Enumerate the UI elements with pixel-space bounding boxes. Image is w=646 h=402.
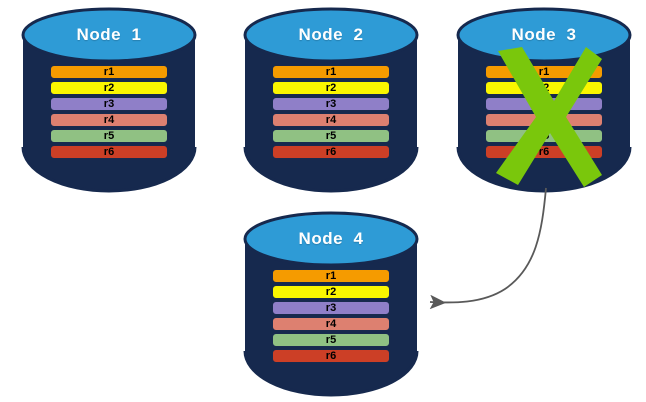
record-stack: r1 r2 r3 r4 r5 r6: [21, 65, 197, 159]
node-cylinder-1[interactable]: Node 1 r1 r2 r3 r4 r5 r6: [21, 7, 197, 193]
record-bar-r4[interactable]: r4: [485, 113, 603, 127]
arrow-path: [429, 187, 547, 310]
record-bar-r1[interactable]: r1: [272, 269, 390, 283]
record-bar-r3[interactable]: r3: [272, 301, 390, 315]
record-bar-r6[interactable]: r6: [272, 145, 390, 159]
record-bar-r2[interactable]: r2: [272, 81, 390, 95]
record-bar-r5[interactable]: r5: [485, 129, 603, 143]
record-bar-r2[interactable]: r2: [485, 81, 603, 95]
record-bar-r2[interactable]: r2: [50, 81, 168, 95]
node-cylinder-3[interactable]: Node 3 r1 r2 r3 r4 r5 r6: [456, 7, 632, 193]
record-bar-r5[interactable]: r5: [272, 333, 390, 347]
record-bar-r4[interactable]: r4: [272, 113, 390, 127]
record-bar-r3[interactable]: r3: [272, 97, 390, 111]
record-bar-r4[interactable]: r4: [50, 113, 168, 127]
record-bar-r5[interactable]: r5: [272, 129, 390, 143]
record-bar-r6[interactable]: r6: [485, 145, 603, 159]
record-bar-r3[interactable]: r3: [50, 97, 168, 111]
record-bar-r1[interactable]: r1: [485, 65, 603, 79]
record-stack: r1 r2 r3 r4 r5 r6: [243, 65, 419, 159]
record-bar-r4[interactable]: r4: [272, 317, 390, 331]
record-bar-r5[interactable]: r5: [50, 129, 168, 143]
record-bar-r6[interactable]: r6: [50, 145, 168, 159]
record-stack: r1 r2 r3 r4 r5 r6: [243, 269, 419, 363]
record-bar-r6[interactable]: r6: [272, 349, 390, 363]
record-bar-r3[interactable]: r3: [485, 97, 603, 111]
record-bar-r1[interactable]: r1: [50, 65, 168, 79]
record-stack: r1 r2 r3 r4 r5 r6: [456, 65, 632, 159]
record-bar-r2[interactable]: r2: [272, 285, 390, 299]
node-cylinder-4[interactable]: Node 4 r1 r2 r3 r4 r5 r6: [243, 211, 419, 397]
node-cylinder-2[interactable]: Node 2 r1 r2 r3 r4 r5 r6: [243, 7, 419, 193]
record-bar-r1[interactable]: r1: [272, 65, 390, 79]
